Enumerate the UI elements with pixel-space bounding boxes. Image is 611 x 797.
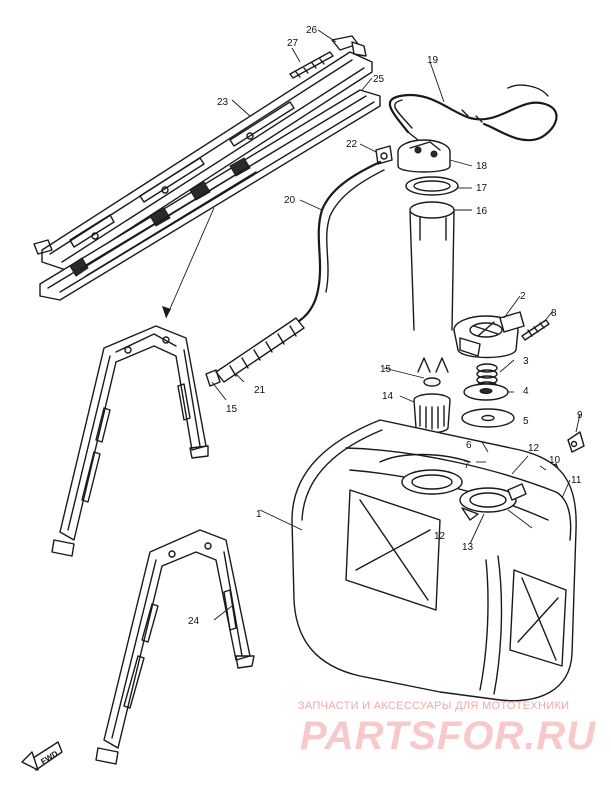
label-part-23: 23 <box>217 97 229 108</box>
part-17-gasket <box>405 176 459 196</box>
watermark-tagline: ЗАПЧАСТИ И АКСЕССУАРЫ ДЛЯ МОТОТЕХНИКИ <box>298 700 570 712</box>
label-part-3: 3 <box>523 356 529 367</box>
part-8-screw <box>521 319 550 341</box>
label-part-5: 5 <box>523 416 529 427</box>
part-14-filter <box>413 393 451 434</box>
part-16-filler-tube <box>409 201 455 331</box>
label-part-18: 18 <box>476 161 488 172</box>
label-part-12-upper: 12 <box>528 443 540 454</box>
label-part-1: 1 <box>256 509 262 520</box>
label-part-27: 27 <box>287 38 299 49</box>
part-19-vent-hose <box>388 84 558 142</box>
label-part-12-lower: 12 <box>434 531 446 542</box>
label-part-26: 26 <box>306 25 318 36</box>
label-part-8: 8 <box>551 308 557 319</box>
part-22-clamp <box>375 145 393 165</box>
part-9-fitting <box>567 431 585 453</box>
label-part-21: 21 <box>254 385 266 396</box>
watermark-logo: PARTSFOR.RU <box>300 714 597 758</box>
label-part-17: 17 <box>476 183 488 194</box>
upper-u-bracket <box>51 325 209 557</box>
label-part-7: 7 <box>464 460 470 471</box>
part-21-hose <box>205 317 305 387</box>
part-23-rail <box>33 51 373 271</box>
label-part-9: 9 <box>577 410 583 421</box>
assembly-arrow <box>162 207 215 319</box>
part-18-cap <box>397 139 451 173</box>
label-part-22: 22 <box>346 139 358 150</box>
part-2-cap <box>453 311 525 359</box>
label-part-15-upper: 15 <box>380 364 392 375</box>
label-part-25: 25 <box>373 74 385 85</box>
label-part-4: 4 <box>523 386 529 397</box>
part-20-hose <box>288 160 385 328</box>
label-part-16: 16 <box>476 206 488 217</box>
leader-lines <box>211 29 581 621</box>
part-25-rail <box>39 89 381 301</box>
part-27-bolt <box>289 51 334 79</box>
label-part-19: 19 <box>427 55 439 66</box>
label-part-14: 14 <box>382 391 394 402</box>
fwd-direction-marker: FWD <box>21 741 63 771</box>
label-part-15-lower: 15 <box>226 404 238 415</box>
part-1-fuel-tank <box>291 419 577 702</box>
label-part-11: 11 <box>571 475 582 486</box>
part-26-clip <box>331 35 367 57</box>
part-24-bracket <box>95 529 255 765</box>
label-part-2: 2 <box>520 291 526 302</box>
label-part-20: 20 <box>284 195 296 206</box>
label-part-13: 13 <box>462 542 474 553</box>
label-part-24: 24 <box>188 616 200 627</box>
label-part-10: 10 <box>549 455 561 466</box>
part-labels: 1 2 3 4 5 6 7 8 9 10 11 12 12 13 14 15 1… <box>188 25 583 627</box>
part-5-washer <box>461 408 515 428</box>
part-15-clip <box>417 357 449 387</box>
part-4-plate <box>463 383 509 401</box>
label-part-6: 6 <box>466 440 472 451</box>
